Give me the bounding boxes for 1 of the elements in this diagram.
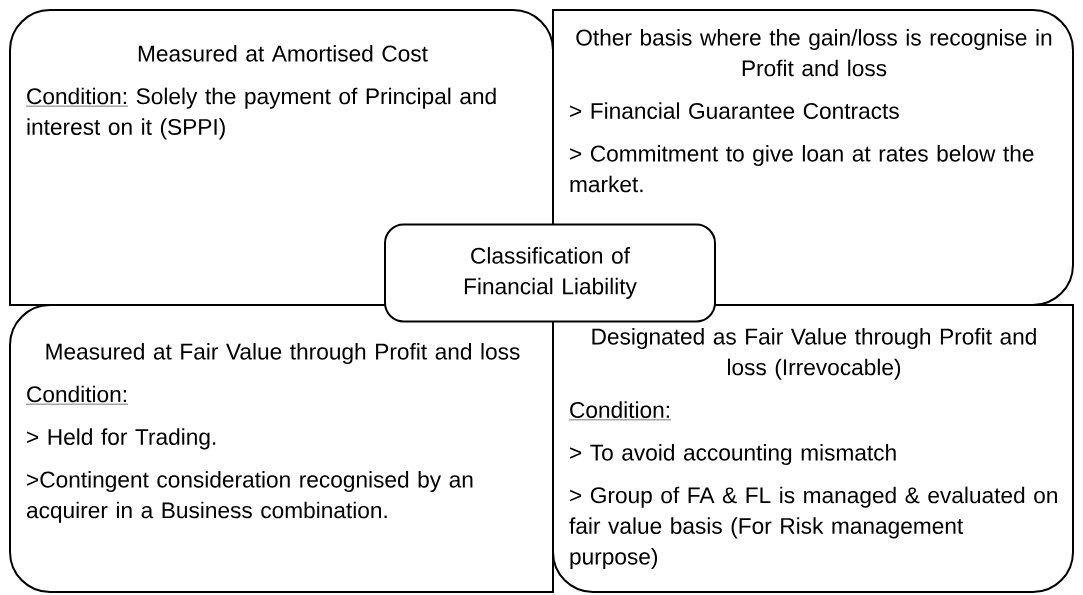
center-box: Classification of Financial Liability	[384, 223, 716, 323]
